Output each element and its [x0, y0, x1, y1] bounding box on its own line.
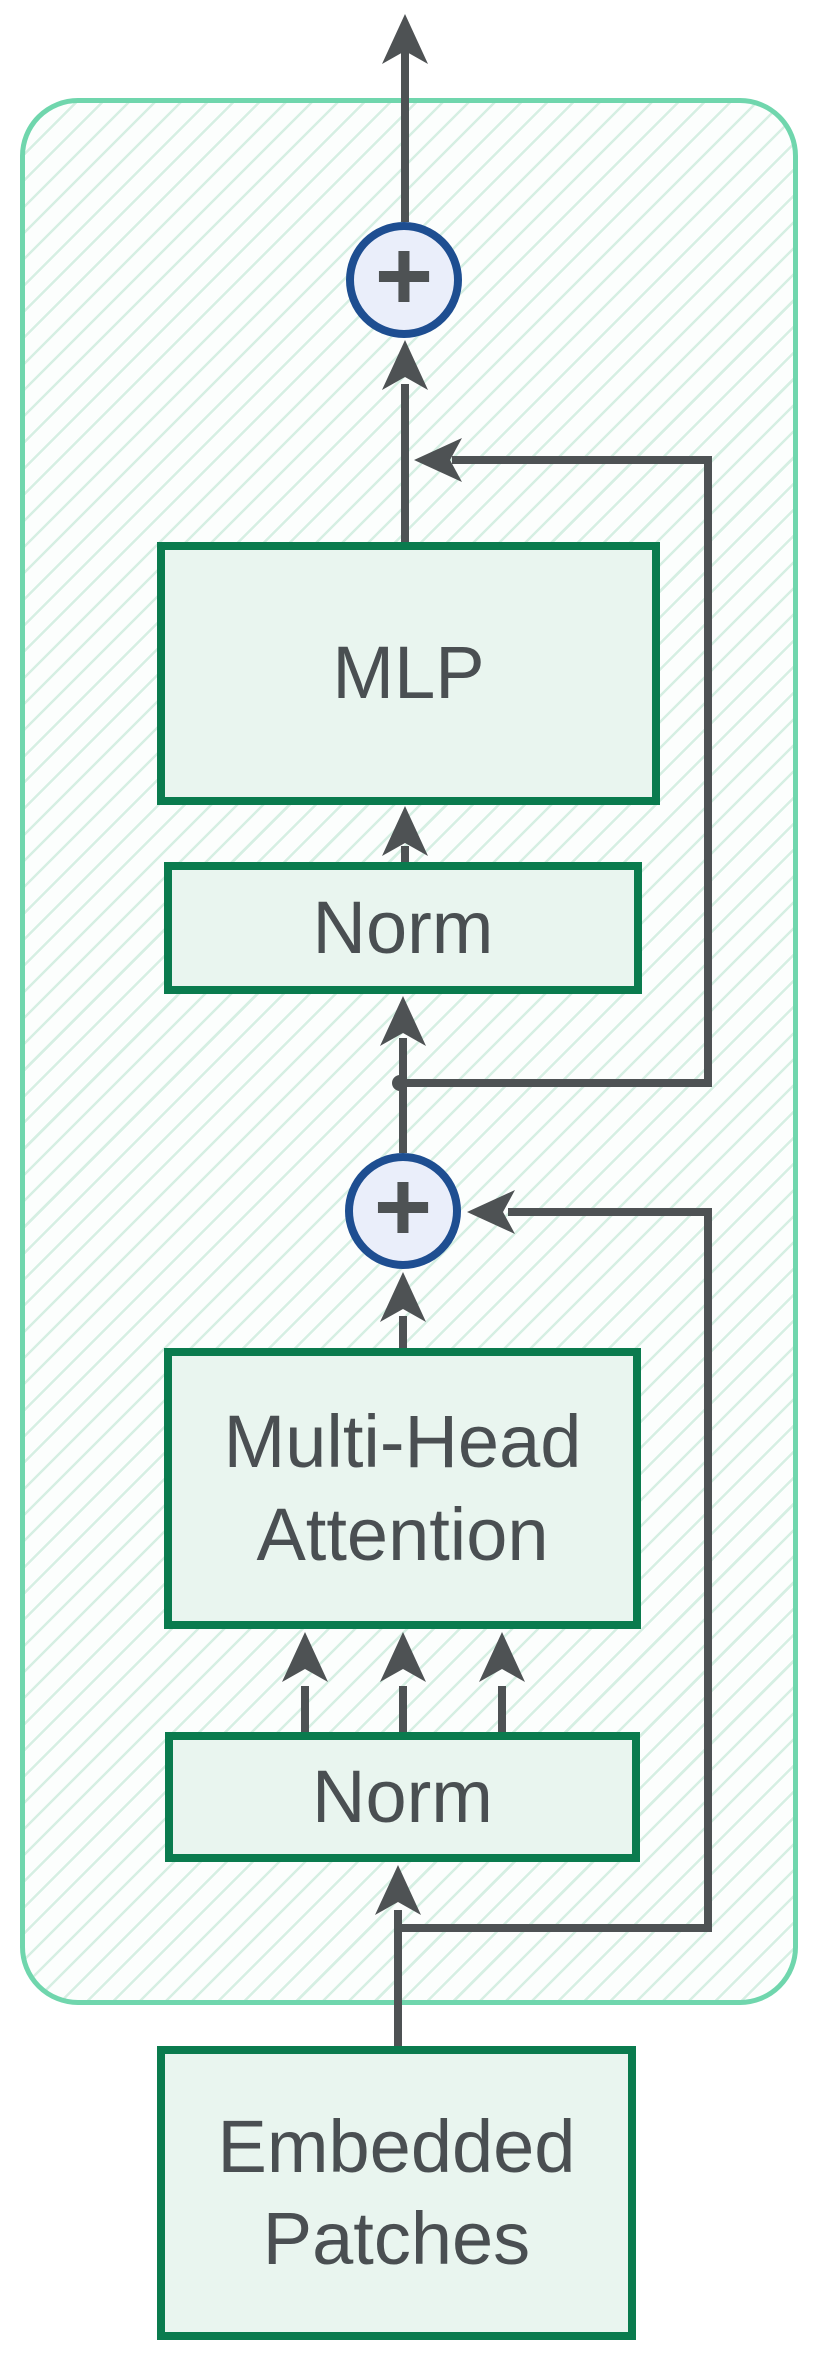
embedded-patches-box: Embedded Patches: [157, 2046, 636, 2340]
adder-lower: +: [345, 1150, 461, 1269]
embedded-patches-to-norm-arrowhead: [375, 1865, 421, 1915]
skip-connection-mlp-arrowhead: [414, 438, 462, 482]
plus-icon: +: [374, 219, 434, 332]
skip-connection-mha-path: [398, 1208, 712, 1932]
mlp-to-adder-arrowhead: [382, 340, 428, 390]
norm-to-mha-arrowhead-center: [380, 1632, 426, 1682]
norm-lower-box-label: Norm: [312, 1754, 493, 1838]
norm-upper-to-mlp-arrowhead: [382, 806, 428, 856]
norm-upper-box: Norm: [164, 862, 642, 994]
output-arrowhead: [382, 14, 428, 64]
norm-to-mha-arrowhead-left: [282, 1632, 328, 1682]
norm-to-mha-arrowhead-right: [479, 1632, 525, 1682]
multi-head-attention-box-label: Multi-Head Attention: [223, 1400, 582, 1576]
skip-connection-mlp-path: [400, 456, 712, 1087]
skip-connection-mha-arrowhead: [467, 1190, 515, 1234]
multi-head-attention-box: Multi-Head Attention: [164, 1348, 641, 1629]
adder-lower-to-norm-upper-arrowhead: [380, 996, 426, 1046]
mha-to-adder-arrowhead: [380, 1272, 426, 1322]
mlp-box: MLP: [157, 542, 660, 805]
norm-upper-box-label: Norm: [312, 885, 494, 969]
embedded-patches-box-label: Embedded Patches: [217, 2104, 576, 2281]
plus-icon: +: [373, 1150, 433, 1263]
adder-upper: +: [346, 219, 462, 338]
mlp-box-label: MLP: [332, 631, 485, 715]
norm-lower-box: Norm: [165, 1732, 640, 1862]
